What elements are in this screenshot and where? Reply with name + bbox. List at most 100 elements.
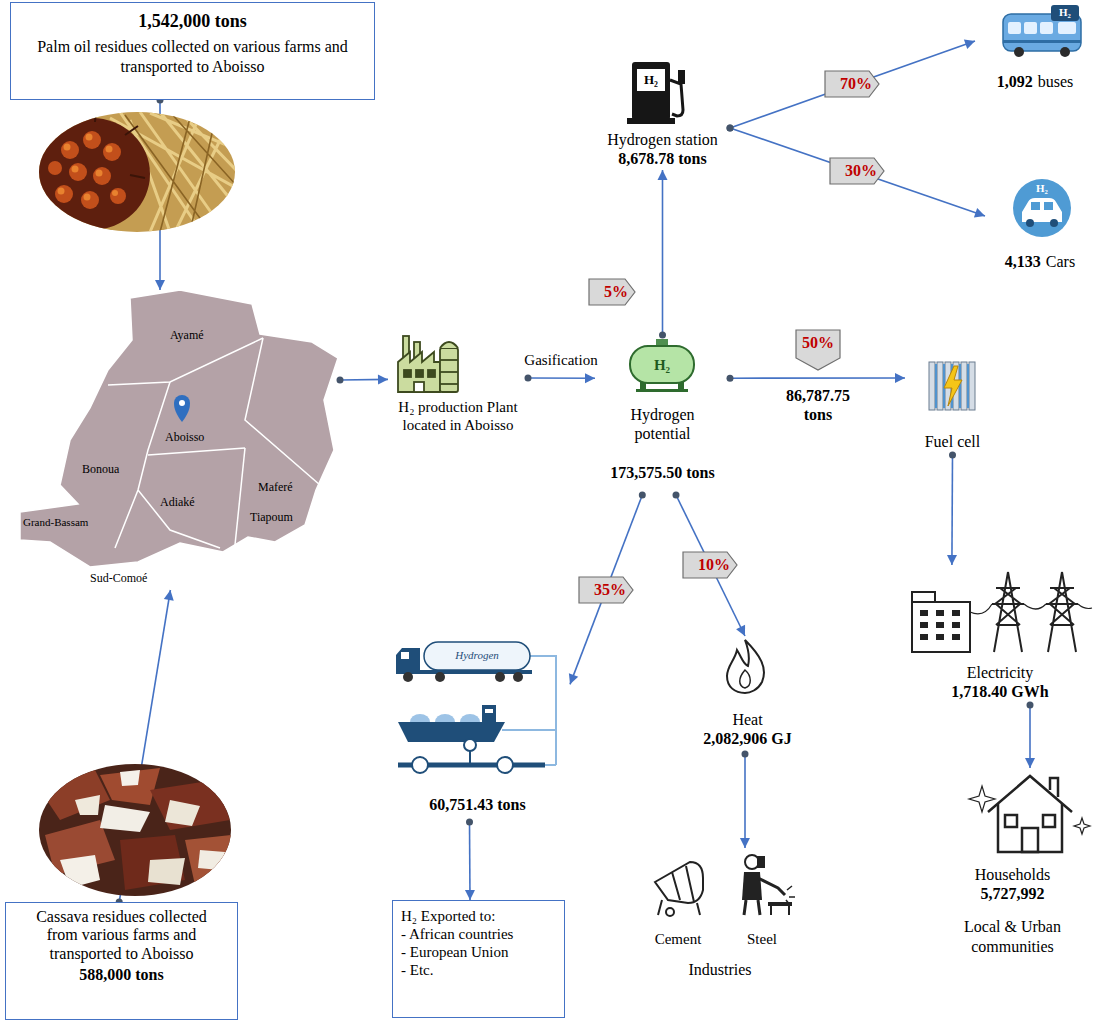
tag-shape: [589, 279, 635, 305]
house-icon-part: [1050, 778, 1058, 797]
industries-node: Cement SteelIndustries: [640, 848, 800, 982]
arrow-head: [569, 673, 578, 684]
palm-residue-photo-part-part-part: [103, 143, 121, 161]
palm-residue-photo-part-part-part: [112, 190, 118, 196]
hydrogen-tank-icon: [630, 339, 694, 392]
flow-line: [662, 170, 664, 335]
bus-icon-part: [1060, 47, 1070, 57]
flow-line: [676, 495, 745, 636]
plant-icon-part: [398, 352, 440, 392]
start-dot: [727, 124, 734, 131]
house-icon-part: [998, 804, 1062, 852]
power-plant-icon: [912, 572, 1092, 652]
households-node: Households5,727,992Local & Urban communi…: [930, 768, 1095, 980]
arrow-head: [465, 890, 475, 900]
start-dot: [673, 492, 680, 499]
region-shape: [20, 290, 338, 567]
export-transport-icon-part: [469, 751, 471, 765]
export-transport-icon-part: [396, 648, 420, 672]
station-node: Hydrogen station8,678.78 tons: [595, 62, 730, 170]
edge-label-text: 30%: [837, 161, 885, 180]
plant-icon-part: [440, 348, 458, 392]
cassava-residue-photo-part-part: [198, 850, 225, 870]
cassava-residue-photo-part-part: [100, 805, 150, 832]
edge-label-text: 10%: [690, 555, 738, 574]
power-plant-icon-part: [912, 592, 935, 602]
plant-icon-part: [414, 382, 424, 392]
place-name: Aboisso: [165, 430, 204, 444]
export-transport-icon-part: [410, 714, 430, 722]
percent-tag: 35%: [578, 576, 634, 604]
power-plant-icon-part-part: [936, 622, 944, 628]
node-text: 588,000 tons: [8, 965, 235, 984]
cassava-residue-photo-part-part: [38, 762, 234, 898]
cassava-residue-photo-part-part: [40, 770, 110, 820]
palm-residue-photo-part-part: [34, 118, 150, 230]
palm-residue-photo-part-part-part: [106, 146, 113, 153]
power-plant-icon-part-part: [936, 634, 944, 640]
plant-icon-part: [440, 383, 458, 385]
place-name: Sud-Comoé: [90, 571, 147, 585]
flame-icon: [727, 640, 764, 693]
palm-residue-photo-part-part-part: [58, 188, 65, 195]
power-plant-icon-part-part: [936, 610, 944, 616]
fuel-cell-icon-part-part: [937, 362, 943, 410]
start-dot: [727, 375, 734, 382]
fuel-pump-icon-part: [632, 62, 670, 120]
node-text: Local & Urban communities: [945, 917, 1080, 955]
fuel-pump-icon-part: [637, 69, 665, 91]
arrow-head: [895, 373, 905, 383]
node-text: Cement: [655, 930, 702, 948]
welder-icon-part: [758, 878, 785, 895]
cassava-residue-photo-part-part: [75, 795, 100, 815]
car-icon-part: [1031, 202, 1040, 210]
export-transport-icon-part: [460, 714, 480, 722]
car-icon-part: [1013, 179, 1071, 237]
power-plant-icon-part: [920, 610, 960, 640]
arrow-head: [658, 170, 668, 180]
welder-icon: [742, 855, 795, 915]
flow-arrow: [727, 373, 906, 383]
power-plant-icon-part-part: [952, 634, 960, 640]
power-plant-icon-part: [992, 572, 1024, 652]
start-dot: [742, 751, 749, 758]
flow-arrow: [465, 819, 475, 901]
percent-tag: 5%: [588, 278, 636, 306]
node-text: 60,751.43 tons: [387, 795, 568, 814]
node-text: Steel: [747, 930, 777, 948]
hydrogen-tank-icon-part: [636, 389, 688, 392]
power-plant-icon-part-part: [920, 634, 928, 640]
start-dot: [525, 375, 532, 382]
flow-line: [730, 377, 905, 379]
palm-residue-photo-part-part: [42, 110, 145, 214]
node-text: Cars: [1046, 252, 1075, 271]
location-pin: [179, 400, 185, 406]
flow-arrow: [947, 452, 957, 566]
district-border: [108, 338, 263, 385]
cassava-residue-photo-part-part: [60, 855, 100, 888]
export-transport-icon: [396, 642, 556, 773]
welder-icon-part: [768, 902, 792, 906]
flow-arrow: [525, 373, 596, 383]
power-plant-icon-part: [970, 604, 1092, 614]
truck-marking: Hydrogen: [455, 649, 499, 662]
start-dot: [727, 124, 734, 131]
plant-icon-part: [440, 371, 458, 373]
car-icon-part: [1044, 202, 1053, 210]
source-box: 1,542,000 tonsPalm oil residues collecte…: [10, 2, 375, 100]
arrow-head: [1025, 758, 1035, 768]
flow-line: [744, 754, 746, 848]
flow-line: [570, 495, 642, 684]
palm-residue-photo-part-part: [48, 131, 126, 209]
node-text: Industries: [688, 960, 751, 979]
bus-icon-part: [1003, 40, 1081, 43]
tag-shape: [579, 577, 633, 603]
palm-residue-photo-part-part-part: [110, 188, 126, 204]
node-text: Heat: [697, 710, 798, 729]
edge-label-text: Gasification: [522, 351, 600, 369]
palm-residue-photo-part-part-part: [61, 141, 79, 159]
export-transport-icon-part: [497, 757, 513, 773]
arrow-head: [164, 590, 174, 601]
house-icon-part: [1005, 815, 1017, 827]
flow-line: [730, 41, 975, 128]
